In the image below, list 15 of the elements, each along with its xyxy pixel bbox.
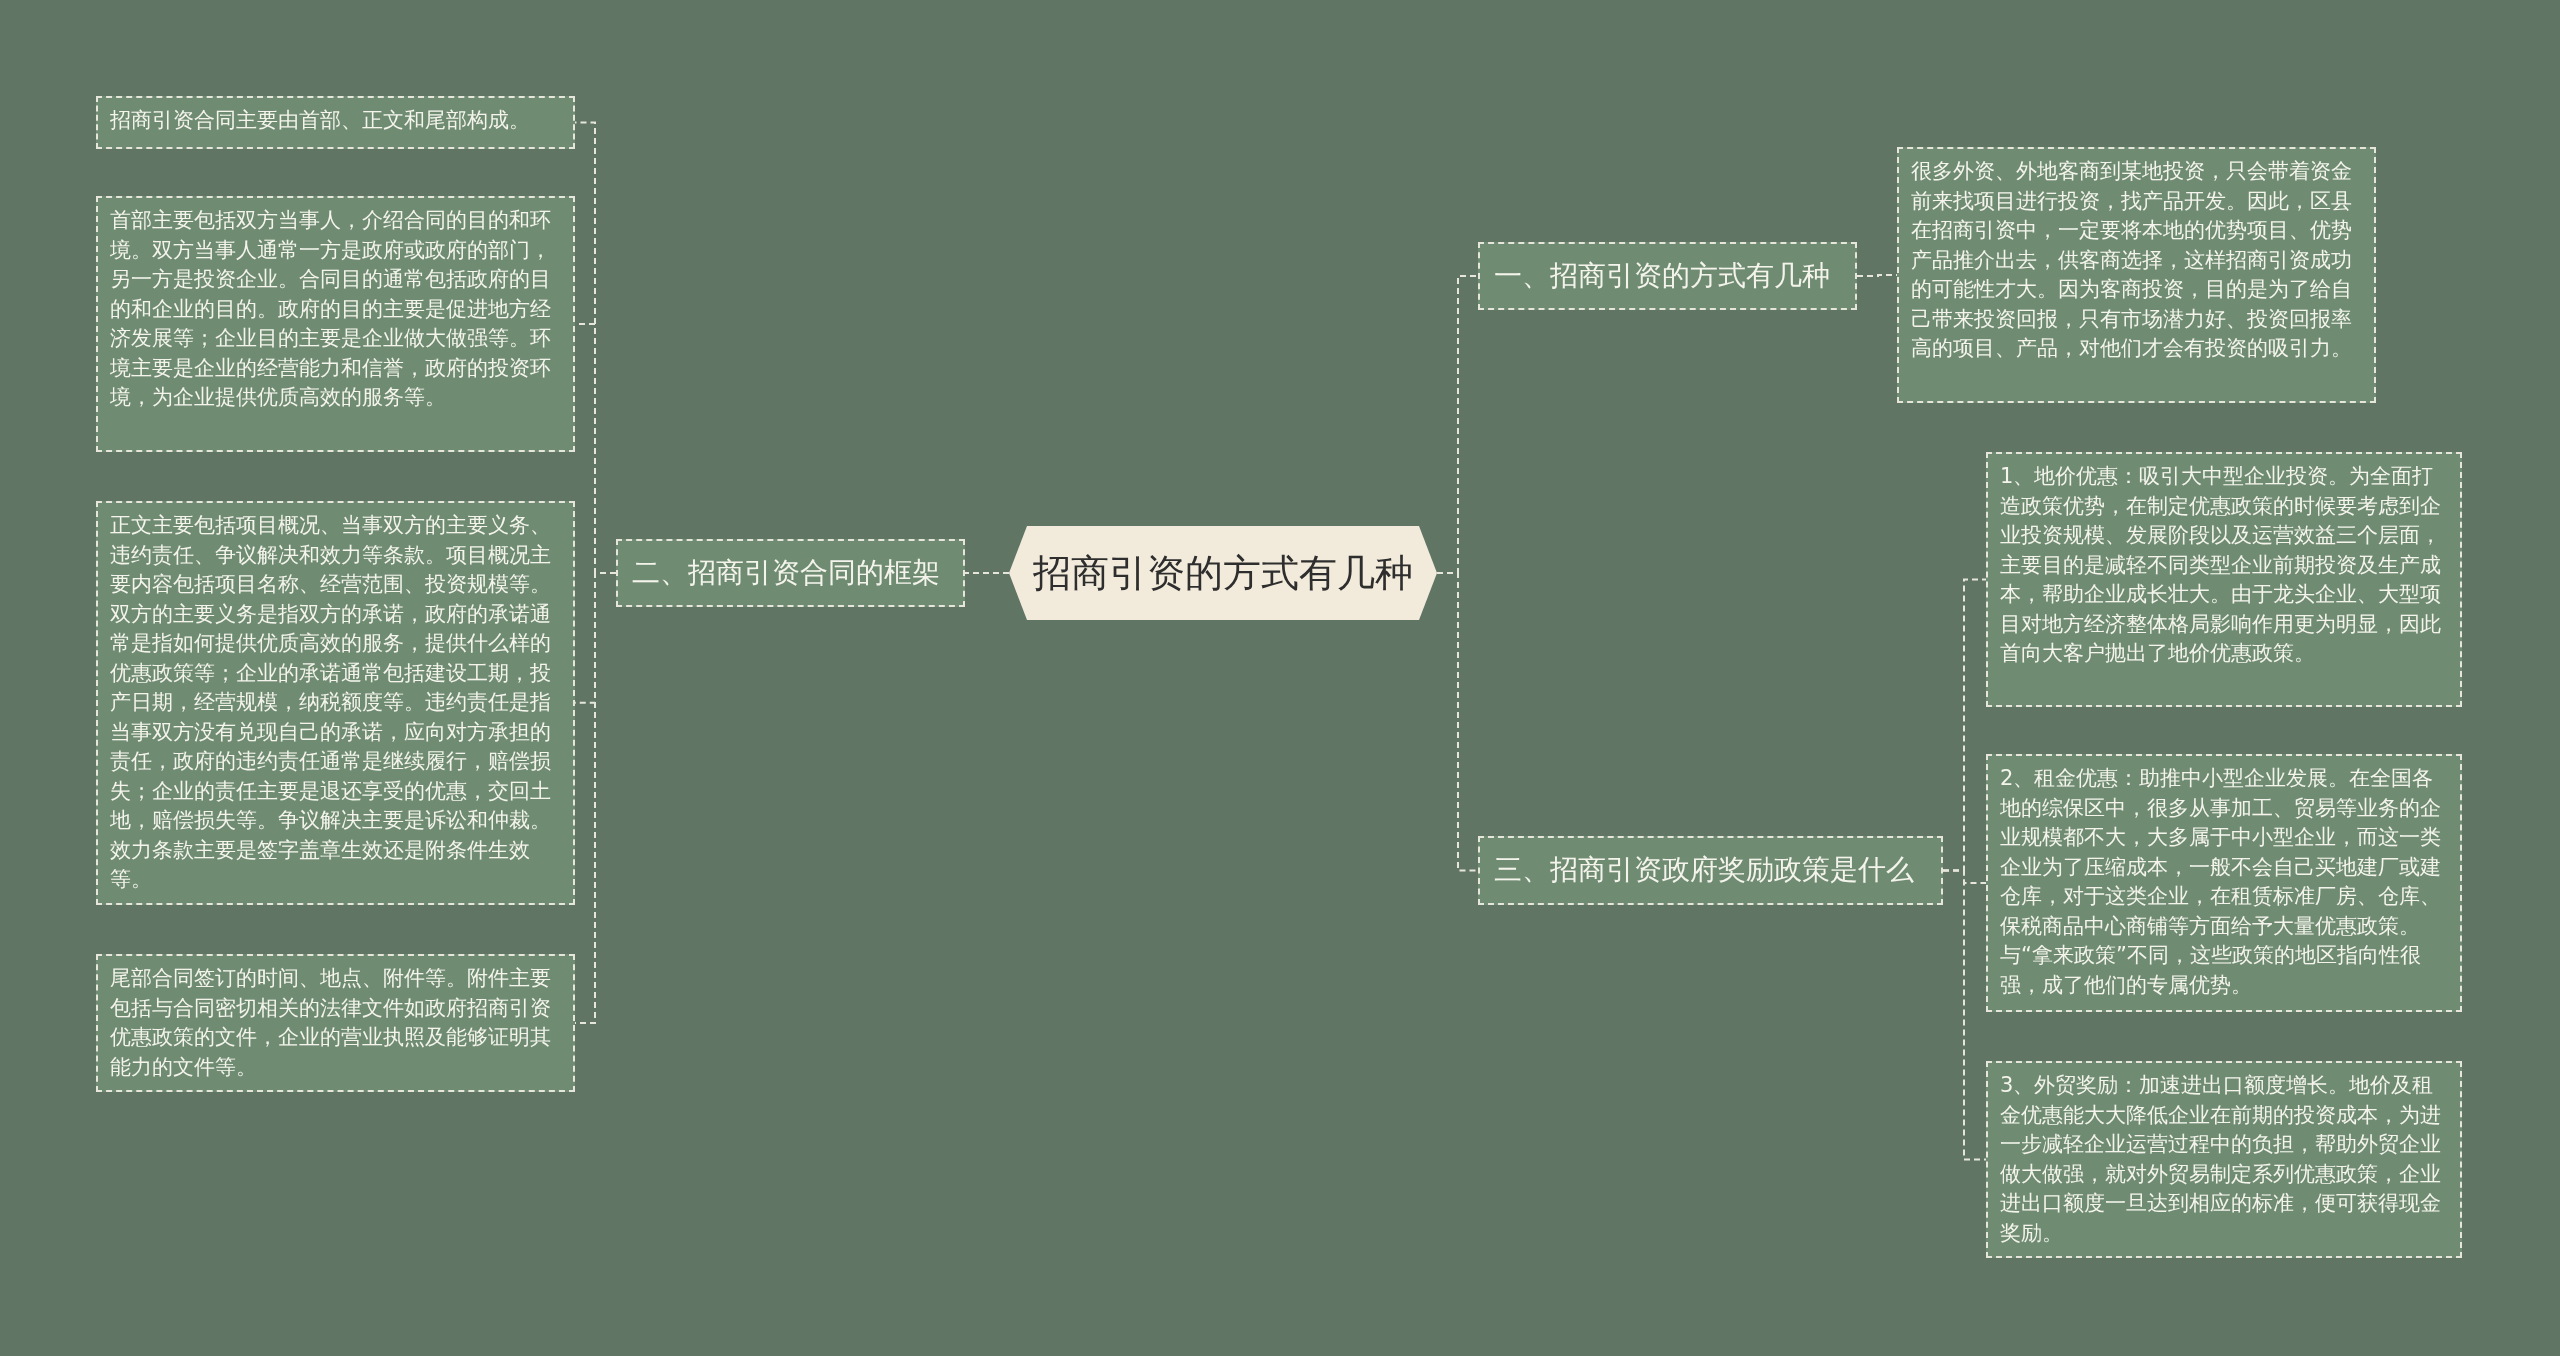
branch-box: 三、招商引资政府奖励政策是什么 xyxy=(1478,836,1943,905)
topic-hexagon: 招商引资的方式有几种 xyxy=(1009,526,1437,620)
text-box: 首部主要包括双方当事人，介绍合同的目的和环境。双方当事人通常一方是政府或政府的部门，另一方是投资企业。合同目的通常包括政府的目的和企业的目的。政府的目的主要是促进地方经济发展等；企业目的主要是企业做大做强等。环境主要是企业的经营能力和信誉，政府的投资环境，为企业提供优质高效的服务等。 xyxy=(96,196,575,452)
text-box: 2、租金优惠：助推中小型企业发展。在全国各地的综保区中，很多从事加工、贸易等业务的企业规模都不大，大多属于中小型企业，而这一类企业为了压缩成本，一般不会自己买地建厂或建仓库，对于这类企业，在租赁标准厂房、仓库、保税商品中心商铺等方面给予大量优惠政策。与“拿来政策”不同，这些政策的地区指向性很强，成了他们的专属优势。 xyxy=(1986,754,2462,1012)
connector-line xyxy=(1942,869,1987,1161)
branch-box: 一、招商引资的方式有几种 xyxy=(1478,242,1857,310)
connector-line xyxy=(1436,572,1479,872)
text-box: 很多外资、外地客商到某地投资，只会带着资金前来找项目进行投资，找产品开发。因此，区县在招商引资中，一定要将本地的优势项目、优势产品推介出去，供客商选择，这样招商引资成功的可能性才大。因为客商投资，目的是为了给自己带来投资回报，只有市场潜力好、投资回报率高的项目、产品，对他们才会有投资的吸引力。 xyxy=(1897,147,2376,403)
text-box: 1、地价优惠：吸引大中型企业投资。为全面打造政策优势，在制定优惠政策的时候要考虑到企业投资规模、发展阶段以及运营效益三个层面，主要目的是减轻不同类型企业前期投资及生产成本，帮助企业成长壮大。由于龙头企业、大型项目对地方经济整体格局影响作用更为明显，因此首向大客户抛出了地价优惠政策。 xyxy=(1986,452,2462,707)
text-box: 招商引资合同主要由首部、正文和尾部构成。 xyxy=(96,96,575,149)
text-box: 尾部合同签订的时间、地点、附件等。附件主要包括与合同密切相关的法律文件如政府招商引资优惠政策的文件，企业的营业执照及能够证明其能力的文件等。 xyxy=(96,954,575,1092)
connector-line xyxy=(964,572,1010,574)
branch-box: 二、招商引资合同的框架 xyxy=(616,539,965,607)
text-box: 3、外贸奖励：加速进出口额度增长。地价及租金优惠能大大降低企业在前期的投资成本，为进一步减轻企业运营过程中的负担，帮助外贸企业做大做强，就对外贸易制定系列优惠政策，企业进出口额度一旦达到相应的标准，便可获得现金奖励。 xyxy=(1986,1061,2462,1258)
text-box: 正文主要包括项目概况、当事双方的主要义务、违约责任、争议解决和效力等条款。项目概况主要内容包括项目名称、经营范围、投资规模等。双方的主要义务是指双方的承诺，政府的承诺通常是指如何提供优质高效的服务，提供什么样的优惠政策等；企业的承诺通常包括建设工期，投产日期，经营规模，纳税额度等。违约责任是指当事双方没有兑现自己的承诺，应向对方承担的责任，政府的违约责任通常是继续履行，赔偿损失；企业的责任主要是退还享受的优惠，交回土地，赔偿损失等。争议解决主要是诉讼和仲裁。效力条款主要是签字盖章生效还是附条件生效等。 xyxy=(96,501,575,905)
